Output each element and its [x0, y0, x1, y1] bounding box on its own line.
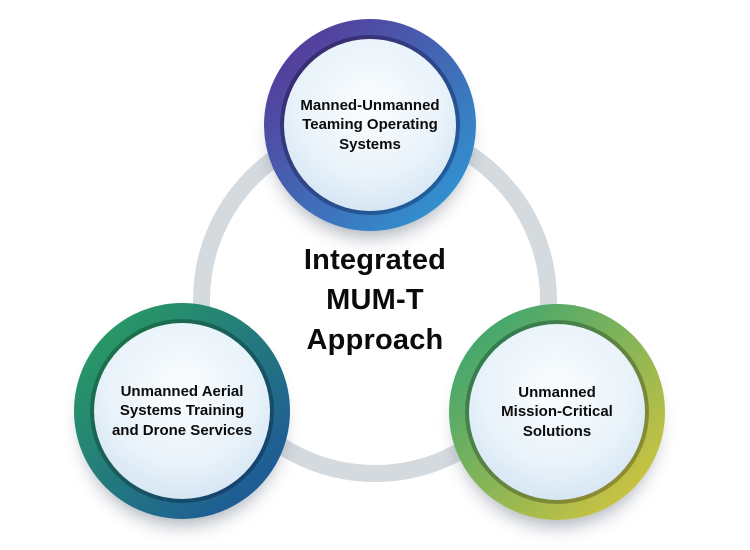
- node-label-unmanned-aerial-systems-training-and-drone-services: Unmanned Aerial Systems Training and Dro…: [111, 382, 253, 439]
- node-unmanned-mission-critical-solutions: Unmanned Mission-Critical Solutions: [449, 304, 665, 520]
- node-label-manned-unmanned-teaming-operating-systems: Manned-Unmanned Teaming Operating System…: [300, 96, 440, 153]
- node-manned-unmanned-teaming-operating-systems: Manned-Unmanned Teaming Operating System…: [264, 19, 476, 231]
- diagram-title: Integrated MUM-T Approach: [303, 244, 447, 357]
- node-fill: Manned-Unmanned Teaming Operating System…: [284, 39, 456, 211]
- node-unmanned-aerial-systems-training-and-drone-services: Unmanned Aerial Systems Training and Dro…: [74, 303, 290, 519]
- node-fill: Unmanned Aerial Systems Training and Dro…: [94, 323, 270, 499]
- node-fill: Unmanned Mission-Critical Solutions: [469, 324, 645, 500]
- node-label-unmanned-mission-critical-solutions: Unmanned Mission-Critical Solutions: [501, 383, 613, 440]
